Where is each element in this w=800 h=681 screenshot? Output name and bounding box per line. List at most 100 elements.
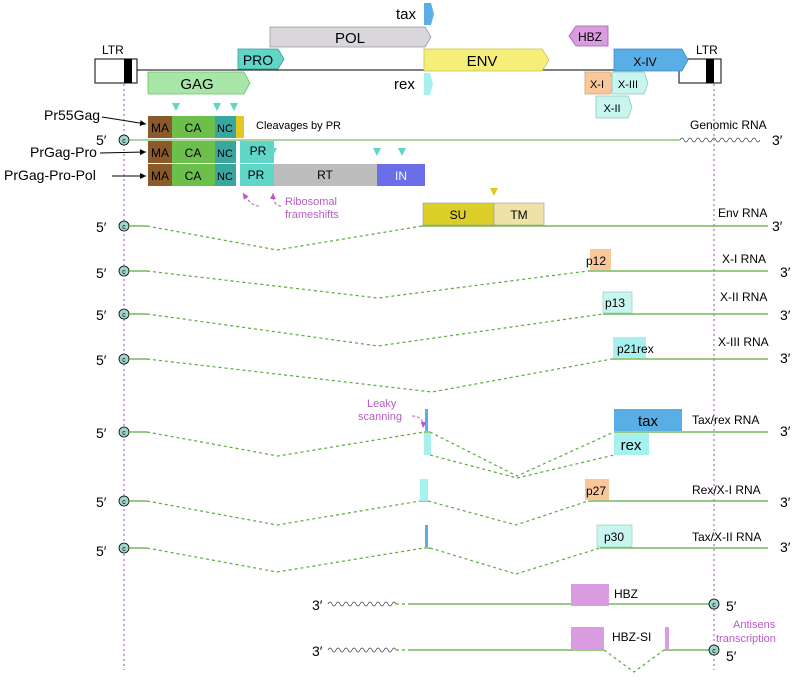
splice-junction bbox=[146, 270, 589, 299]
cleavage-triangle bbox=[230, 103, 238, 111]
rt-label: RT bbox=[317, 168, 333, 182]
antisense-note-line1: Antisens bbox=[733, 619, 776, 631]
ca-label: CA bbox=[185, 169, 202, 183]
rex-mid-label: rex bbox=[394, 76, 415, 93]
su-label: SU bbox=[450, 208, 467, 222]
three-prime-label: 3′ bbox=[780, 307, 791, 323]
x2-rna-label: X-II RNA bbox=[720, 290, 767, 304]
p30-protein bbox=[596, 524, 633, 548]
taxx2-rna: 5′ c p30 Tax/X-II RNA 3′ bbox=[96, 524, 791, 575]
three-prime-label: 3′ bbox=[312, 597, 323, 613]
hbzsi-label: HBZ-SI bbox=[612, 630, 651, 644]
ca-label: CA bbox=[185, 121, 202, 135]
nc-block bbox=[215, 164, 236, 186]
x3-arrow-box bbox=[611, 71, 649, 95]
ma-block bbox=[148, 164, 172, 186]
in-label: IN bbox=[395, 169, 407, 183]
pr55gag-label: Pr55Gag bbox=[44, 107, 100, 123]
nc-block bbox=[215, 116, 236, 138]
antisense-note-line2: transcription bbox=[716, 633, 776, 645]
x1-rna-label: X-I RNA bbox=[722, 252, 766, 266]
ca-label: CA bbox=[185, 146, 202, 160]
three-prime-label: 3′ bbox=[780, 264, 791, 280]
ltr-right-label: LTR bbox=[696, 43, 718, 57]
tax-small-box bbox=[424, 3, 434, 25]
taxrex-rna-label: Tax/rex RNA bbox=[692, 413, 759, 427]
precursors: MA CA NC MA CA NC PR MA CA NC PR RT IN P… bbox=[4, 103, 425, 221]
nc-tail bbox=[236, 116, 244, 138]
nc-label: NC bbox=[217, 171, 233, 183]
hbz-rna: 3′ HBZ c 5′ bbox=[312, 584, 737, 614]
x4-label: X-IV bbox=[633, 55, 656, 69]
pr-label: PR bbox=[248, 168, 265, 182]
frameshift-arrow bbox=[242, 192, 260, 207]
tax-label: tax bbox=[638, 413, 659, 430]
cap-label: c bbox=[712, 648, 716, 655]
genomic-rna-label: Genomic RNA bbox=[690, 118, 767, 132]
x3-rna: 5′ c p21rex X-III RNA 3′ bbox=[96, 335, 791, 393]
nc-label: NC bbox=[217, 123, 233, 135]
cap-label: c bbox=[122, 499, 126, 506]
five-prime-label: 5′ bbox=[96, 494, 107, 510]
p27-protein bbox=[585, 479, 609, 500]
cap-label: c bbox=[122, 138, 126, 145]
ca-block bbox=[172, 141, 215, 163]
cap-label: c bbox=[712, 602, 716, 609]
splice-junction bbox=[146, 547, 425, 573]
five-prime-label: 5′ bbox=[96, 132, 107, 148]
polya-tail-icon bbox=[327, 647, 397, 653]
cap-label: c bbox=[122, 269, 126, 276]
polya-tail-icon bbox=[679, 137, 761, 143]
five-prime-label: 5′ bbox=[96, 352, 107, 368]
ma-label: MA bbox=[151, 121, 169, 135]
pr-label: PR bbox=[250, 144, 267, 158]
five-prime-label: 5′ bbox=[96, 543, 107, 559]
three-prime-label: 3′ bbox=[780, 539, 791, 555]
hbzsi-exon-mark bbox=[665, 627, 669, 649]
p12-protein bbox=[590, 249, 611, 270]
cap-label: c bbox=[122, 312, 126, 319]
x1-label: X-I bbox=[590, 79, 604, 91]
rex-protein bbox=[614, 433, 649, 455]
x2-label: X-II bbox=[603, 103, 620, 115]
taxrex-rna: 5′ c tax rex Leaky scanning Tax/rex RNA … bbox=[96, 398, 791, 479]
ma-label: MA bbox=[151, 146, 169, 160]
three-prime-label: 3′ bbox=[780, 423, 791, 439]
tax-exon-mark bbox=[425, 409, 428, 431]
three-prime-label: 3′ bbox=[312, 643, 323, 659]
x1-rna: 5′ c p12 X-I RNA 3′ bbox=[96, 249, 791, 299]
splice-junction bbox=[146, 500, 421, 526]
pr-block bbox=[240, 141, 274, 163]
leaky-scanning-arrow bbox=[411, 415, 427, 429]
three-prime-label: 3′ bbox=[772, 132, 783, 148]
rexx1-rna: 5′ c p27 Rex/X-I RNA 3′ bbox=[96, 479, 791, 526]
splice-junction bbox=[427, 500, 589, 526]
x2-arrow-box bbox=[595, 95, 633, 119]
cap-label: c bbox=[122, 546, 126, 553]
env-arrow-box bbox=[423, 48, 550, 72]
ltr-left-label: LTR bbox=[102, 43, 124, 57]
p30-label: p30 bbox=[604, 530, 624, 544]
five-prime-label: 5′ bbox=[96, 307, 107, 323]
pr55gag-arrow bbox=[101, 116, 147, 127]
frameshift-arrow bbox=[270, 192, 282, 207]
cap-label: c bbox=[122, 430, 126, 437]
hbz-arrow-box bbox=[568, 25, 609, 47]
splice-junction bbox=[146, 313, 604, 347]
ltr-left-black bbox=[124, 59, 132, 83]
rex-exon-mark bbox=[424, 433, 431, 455]
polya-tail-icon bbox=[327, 601, 397, 607]
cleavage-triangle bbox=[373, 148, 381, 156]
ma-block bbox=[148, 116, 172, 138]
splice-junction bbox=[429, 547, 601, 575]
p21rex-label: p21rex bbox=[617, 342, 654, 356]
three-prime-label: 3′ bbox=[772, 218, 783, 234]
hbzsi-rna: 3′ HBZ-SI c 5′ Antisens transcription bbox=[312, 619, 776, 673]
splice-junction bbox=[429, 431, 615, 477]
tax-top-label: tax bbox=[396, 6, 417, 23]
cap-icon bbox=[708, 644, 720, 656]
three-prime-label: 3′ bbox=[780, 350, 791, 366]
cleavage-triangle bbox=[490, 188, 498, 196]
